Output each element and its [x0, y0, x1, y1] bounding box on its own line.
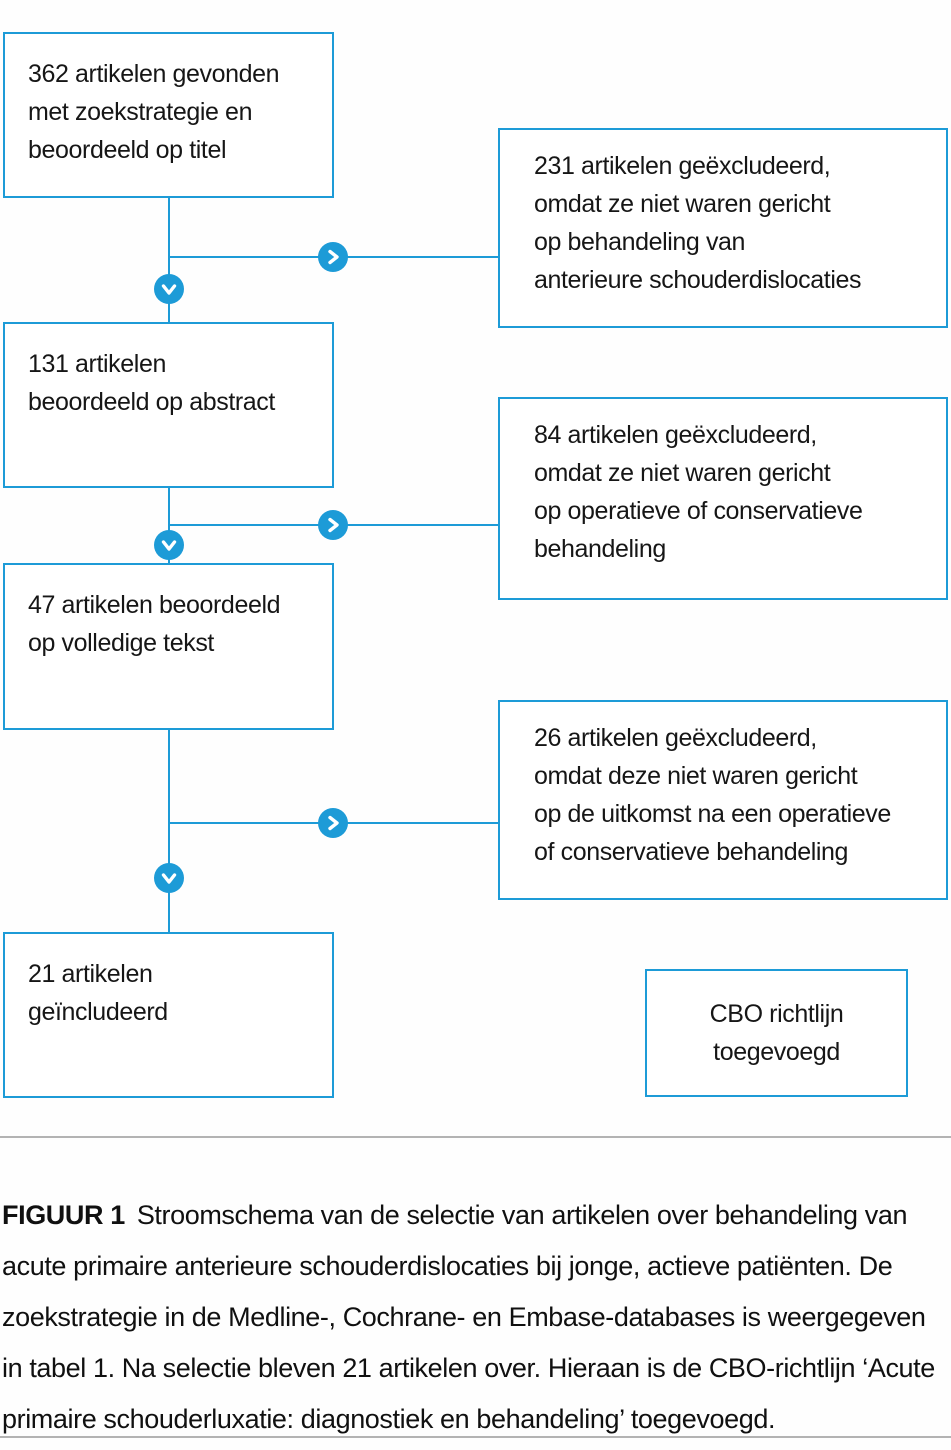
chevron-right-icon	[318, 808, 348, 838]
connector-vertical-1	[168, 198, 170, 322]
flow-box-excluded-3: 26 artikelen geëxcludeerd, omdat deze ni…	[498, 700, 948, 900]
flow-box-excluded-1: 231 artikelen geëxcludeerd, omdat ze nie…	[498, 128, 948, 328]
flow-box-found-text: 362 artikelen gevonden met zoekstrategie…	[28, 60, 280, 164]
flow-box-abstract: 131 artikelen beoordeeld op abstract	[3, 322, 334, 488]
flow-box-excluded-2: 84 artikelen geëxcludeerd, omdat ze niet…	[498, 397, 948, 600]
flow-box-excluded-1-text: 231 artikelen geëxcludeerd, omdat ze nie…	[534, 152, 862, 294]
figure-caption-text: Stroomschema van de selectie van artikel…	[2, 1200, 935, 1434]
chevron-right-icon	[318, 510, 348, 540]
flow-box-included: 21 artikelen geïncludeerd	[3, 932, 334, 1098]
flow-box-cbo-text: CBO richtlijn toegevoegd	[709, 1000, 844, 1066]
chevron-down-icon	[154, 274, 184, 304]
flow-box-found: 362 artikelen gevonden met zoekstrategie…	[3, 32, 334, 198]
flow-box-cbo: CBO richtlijn toegevoegd	[645, 969, 908, 1097]
chevron-down-icon	[154, 530, 184, 560]
caption-divider-top	[0, 1136, 951, 1138]
caption-divider-bottom	[0, 1436, 951, 1438]
chevron-down-icon	[154, 863, 184, 893]
flow-box-abstract-text: 131 artikelen beoordeeld op abstract	[28, 350, 275, 416]
flow-box-included-text: 21 artikelen geïncludeerd	[28, 960, 168, 1026]
chevron-right-icon	[318, 242, 348, 272]
flow-box-fulltext: 47 artikelen beoordeeld op volledige tek…	[3, 563, 334, 730]
flow-box-excluded-2-text: 84 artikelen geëxcludeerd, omdat ze niet…	[534, 421, 863, 563]
flow-box-fulltext-text: 47 artikelen beoordeeld op volledige tek…	[28, 591, 281, 657]
connector-vertical-3	[168, 730, 170, 932]
figure-caption-label: FIGUUR 1	[2, 1200, 125, 1230]
flow-box-excluded-3-text: 26 artikelen geëxcludeerd, omdat deze ni…	[534, 724, 891, 866]
